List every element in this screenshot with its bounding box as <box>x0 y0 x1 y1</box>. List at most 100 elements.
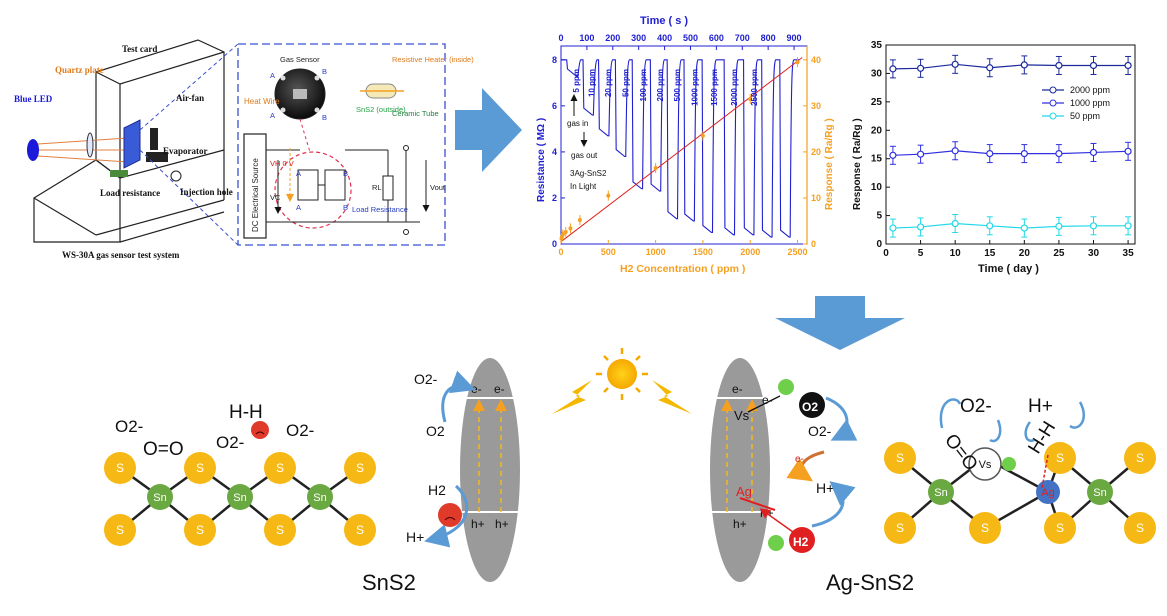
o2-minus-label: O2- <box>115 417 143 436</box>
electron-label: e- <box>471 382 482 396</box>
stability-series-line <box>892 150 1129 156</box>
s-atom <box>969 512 1001 544</box>
stability-point <box>951 60 959 68</box>
evaporator-label: Evaporator <box>163 146 208 156</box>
s-atom-label: S <box>356 461 364 475</box>
y-left-tick-label: 2 <box>552 193 557 203</box>
response-point <box>795 60 800 65</box>
vacancy-icon <box>968 447 1002 481</box>
ppm-label: 10 ppm <box>588 69 597 97</box>
legend-label: 50 ppm <box>1070 111 1100 121</box>
y-right-tick-label: 20 <box>811 147 821 157</box>
lightning-left-icon <box>552 380 592 414</box>
hh-label: H-H <box>229 402 263 423</box>
blue-led-label: Blue LED <box>14 94 53 104</box>
x-tick-label: 1000 <box>646 247 666 257</box>
ag-sns2-caption: Ag-SnS2 <box>826 570 914 595</box>
sun-icon <box>607 359 637 389</box>
s-atom <box>1044 442 1076 474</box>
ag-band-label: Ag <box>736 484 752 499</box>
stability-y-tick-label: 20 <box>871 125 883 136</box>
stability-point <box>951 219 959 228</box>
s-atom <box>1044 512 1076 544</box>
y-right-tick-label: 0 <box>811 239 816 249</box>
sad-face-icon <box>438 503 462 527</box>
stability-x-tick-label: 35 <box>1123 248 1135 259</box>
o2-band-label: O2 <box>426 423 445 439</box>
sensor-circuit-diagram: Gas Sensor Heat Wire Resistive Heater (i… <box>237 43 474 246</box>
o2-minus-band-label: O2- <box>808 423 832 439</box>
stability-point <box>1089 61 1098 70</box>
response-point <box>653 166 658 171</box>
dc-source-label: DC Electrical Source <box>251 158 260 232</box>
y-right-axis-label: Response ( Ra/Rg ) <box>824 118 835 210</box>
electron-label: e- <box>762 393 773 407</box>
sn-atom-label: Sn <box>233 492 246 504</box>
stability-x-tick-label: 0 <box>883 248 889 259</box>
s-atom-label: S <box>116 461 124 475</box>
vh-label: VH 0 V <box>270 159 294 168</box>
sensor-pin-b1 <box>314 75 320 81</box>
s-atom-label: S <box>1056 451 1064 465</box>
rl-label: RL <box>372 183 382 192</box>
top-axis-label: Time ( s ) <box>640 15 688 27</box>
stability-x-tick-label: 15 <box>984 248 996 259</box>
ag-atom-label: Ag <box>1041 487 1054 499</box>
s-atom <box>104 452 136 484</box>
response-point <box>568 226 573 231</box>
y-left-tick-label: 4 <box>552 147 557 157</box>
ceramic-tube-label: Ceramic Tube <box>392 109 439 118</box>
stability-y-axis-label: Response ( Ra/Rg ) <box>852 118 863 210</box>
pin-label: B <box>322 67 327 76</box>
sn-atom <box>1087 479 1113 505</box>
injection-hole-icon <box>170 170 182 182</box>
stability-point <box>986 64 994 72</box>
s-atom-label: S <box>116 523 124 537</box>
stability-y-tick-label: 30 <box>871 68 883 79</box>
pin-label: A <box>270 71 275 80</box>
s-atom-label: S <box>1136 451 1144 465</box>
sn-atom-label: Sn <box>1093 487 1106 499</box>
hole-label: h+ <box>733 517 747 531</box>
gas-sensor-test-setup: Blue LED Quartz plate Test card Air-fan … <box>14 39 239 260</box>
s-atom <box>1124 512 1156 544</box>
stability-point <box>1124 61 1132 70</box>
x-tick-label: 0 <box>558 247 563 257</box>
x-tick-label: 2000 <box>740 247 760 257</box>
light-annotation: In Light <box>570 182 597 191</box>
test-card-label: Test card <box>122 44 157 54</box>
air-fan-icon <box>150 128 158 150</box>
stability-x-tick-label: 10 <box>950 248 962 259</box>
stability-point <box>1124 147 1132 155</box>
stability-point <box>889 65 897 73</box>
ag-sns2-band-ellipse <box>710 358 770 582</box>
response-point <box>577 218 582 223</box>
stability-x-tick-label: 25 <box>1053 248 1065 259</box>
s-atom-label: S <box>981 521 989 535</box>
x-axis-label: H2 Concentration ( ppm ) <box>620 263 745 275</box>
top-tick-label: 400 <box>657 33 672 43</box>
pin-label: B <box>322 113 327 122</box>
y-right-tick-label: 40 <box>811 55 821 65</box>
response-point <box>748 96 753 101</box>
sn-atom-label: Sn <box>934 487 947 499</box>
y-left-tick-label: 8 <box>552 55 557 65</box>
gas-out-annotation: gas out <box>571 151 598 160</box>
o2-molecule-label: O=O <box>143 439 184 460</box>
stability-point <box>1020 224 1028 232</box>
h2-molecule-label: H2 <box>793 535 809 549</box>
stability-x-tick-label: 5 <box>918 248 924 259</box>
top-tick-label: 500 <box>683 33 698 43</box>
sn-atom <box>928 479 954 505</box>
stability-point <box>889 151 897 159</box>
s-atom-label: S <box>196 461 204 475</box>
stability-point <box>889 224 897 232</box>
pin-label: B <box>343 169 348 178</box>
quartz-plate-icon <box>86 132 94 158</box>
y-right-tick-label: 30 <box>811 101 821 111</box>
o2-molecule-label: O2 <box>802 400 818 414</box>
s-atom-label: S <box>196 523 204 537</box>
